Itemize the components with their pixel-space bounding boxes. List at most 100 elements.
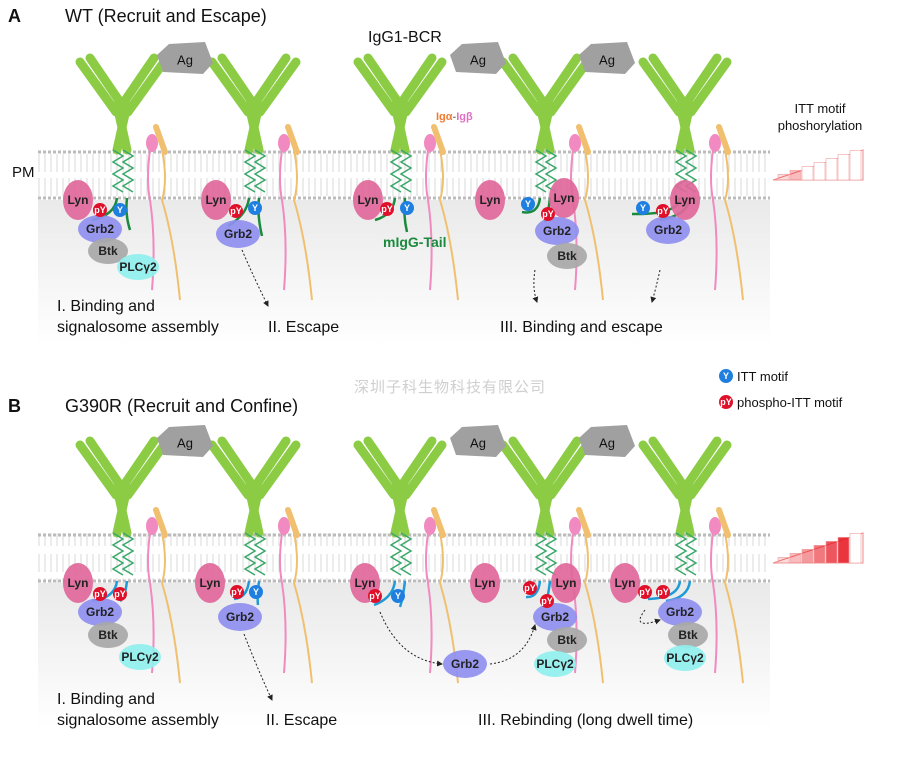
migg-tail	[125, 197, 132, 231]
ig-alpha	[425, 517, 433, 674]
grb2-shape	[443, 650, 487, 678]
lyn-shape	[470, 563, 500, 603]
motif-circle	[113, 587, 127, 601]
phospho-itt-motif-icon: pY	[380, 202, 394, 216]
light-chain-right	[397, 436, 437, 490]
heavy-light-arm-right	[123, 440, 169, 500]
ig-beta	[292, 532, 313, 684]
lyn-label: Lyn	[480, 193, 501, 207]
grb2-protein: Grb2	[658, 598, 702, 626]
lyn-shape	[475, 180, 505, 220]
ig-beta	[583, 532, 604, 684]
lyn-label: Lyn	[206, 193, 227, 207]
ig-beta	[292, 149, 313, 301]
lyn-shape	[610, 563, 640, 603]
step-1-label: I. Binding and	[57, 298, 155, 315]
grb2-label: Grb2	[543, 224, 571, 238]
motif-label: Y	[253, 587, 259, 597]
transmembrane-helix	[121, 532, 135, 576]
btk-shape	[88, 622, 128, 648]
motif-label: pY	[369, 591, 381, 601]
transmembrane-helix	[121, 149, 135, 193]
grb2-label: Grb2	[541, 610, 569, 624]
migg-tail	[525, 580, 542, 599]
grb2-protein: Grb2	[535, 217, 579, 245]
lyn-shape	[670, 180, 700, 220]
gradient-step	[789, 170, 802, 181]
heavy-light-arm-right	[686, 57, 732, 117]
transmembrane-helix	[253, 532, 267, 576]
plcg2-label: PLCγ2	[666, 651, 704, 665]
itt-phosphorylation-gradient	[772, 532, 864, 564]
itt-motif-icon: Y	[249, 585, 263, 599]
ig-alpha	[710, 517, 718, 674]
ig-beta	[723, 532, 744, 684]
igg1-bcr	[207, 53, 313, 301]
motif-label: Y	[525, 199, 531, 209]
motif-label: Y	[252, 203, 258, 213]
fc-stem-right	[390, 483, 410, 538]
motif-circle	[113, 203, 127, 217]
antigen-label: Ag	[177, 436, 193, 451]
plcg2-protein: PLCγ2	[664, 645, 706, 671]
itt-motif-icon: Y	[400, 201, 414, 215]
itt-motif-icon: Y	[719, 369, 733, 383]
motif-label: Y	[640, 203, 646, 213]
fc-stem-right	[244, 483, 264, 538]
antigen-label: Ag	[470, 436, 486, 451]
gradient-step	[825, 158, 838, 181]
ig-alpha-beta-label: Igα-Igβ	[436, 111, 473, 123]
grb2-protein: Grb2	[78, 215, 122, 243]
grb2-shape	[78, 215, 122, 243]
panel-b-letter: B	[8, 396, 21, 416]
itt-phosphorylation-gradient	[772, 149, 864, 181]
grb2-protein: Grb2	[216, 220, 260, 248]
lyn-label: Lyn	[675, 193, 696, 207]
motif-label: pY	[94, 589, 106, 599]
phospho-itt-motif-icon: pY	[656, 204, 670, 218]
watermark: 深圳子科生物科技有限公司	[354, 379, 546, 396]
light-chain-left	[363, 436, 403, 490]
light-chain-left	[508, 53, 548, 107]
plcg2-label: PLCγ2	[119, 260, 157, 274]
dotted-arrow	[241, 249, 269, 307]
phospho-itt-motif-icon: pY	[93, 587, 107, 601]
plcg2-shape	[119, 644, 161, 670]
ig-beta-ectodomain	[285, 507, 300, 538]
heavy-light-arm-left	[75, 440, 121, 500]
step-3-label: III. Rebinding (long dwell time)	[478, 712, 693, 729]
motif-label: pY	[639, 587, 651, 597]
motif-circle	[638, 585, 652, 599]
motif-circle	[380, 202, 394, 216]
motif-circle	[230, 585, 244, 599]
plcg2-shape	[534, 651, 576, 677]
itt-motif-icon: Y	[391, 589, 405, 603]
lyn-label: Lyn	[355, 576, 376, 590]
light-chain-right	[682, 53, 722, 107]
heavy-light-arm-right	[401, 57, 447, 117]
transmembrane-helix	[253, 149, 267, 193]
btk-protein: Btk	[547, 243, 587, 269]
light-chain-left	[85, 53, 125, 107]
itt-motif-icon: Y	[113, 203, 127, 217]
lyn-protein: Lyn	[63, 180, 93, 220]
transmembrane-helix	[399, 532, 413, 576]
motif-circle	[249, 585, 263, 599]
ig-beta-ectodomain	[431, 507, 446, 538]
grb2-protein: Grb2	[646, 216, 690, 244]
grb2-shape	[533, 603, 577, 631]
plcg2-protein: PLCγ2	[117, 254, 159, 280]
fc-stem-right	[535, 100, 555, 155]
lyn-shape	[63, 180, 93, 220]
lyn-shape	[353, 180, 383, 220]
motif-circle	[719, 369, 733, 383]
motif-circle	[93, 587, 107, 601]
light-chain-right	[397, 53, 437, 107]
step-3-label: III. Binding and escape	[500, 319, 663, 336]
antigen-shape	[450, 425, 506, 457]
motif-circle	[541, 207, 555, 221]
ig-alpha	[279, 517, 287, 674]
ig-alpha-label: Igα	[436, 111, 453, 123]
ig-alpha-ectodomain	[278, 134, 290, 152]
gradient-step	[813, 545, 826, 564]
